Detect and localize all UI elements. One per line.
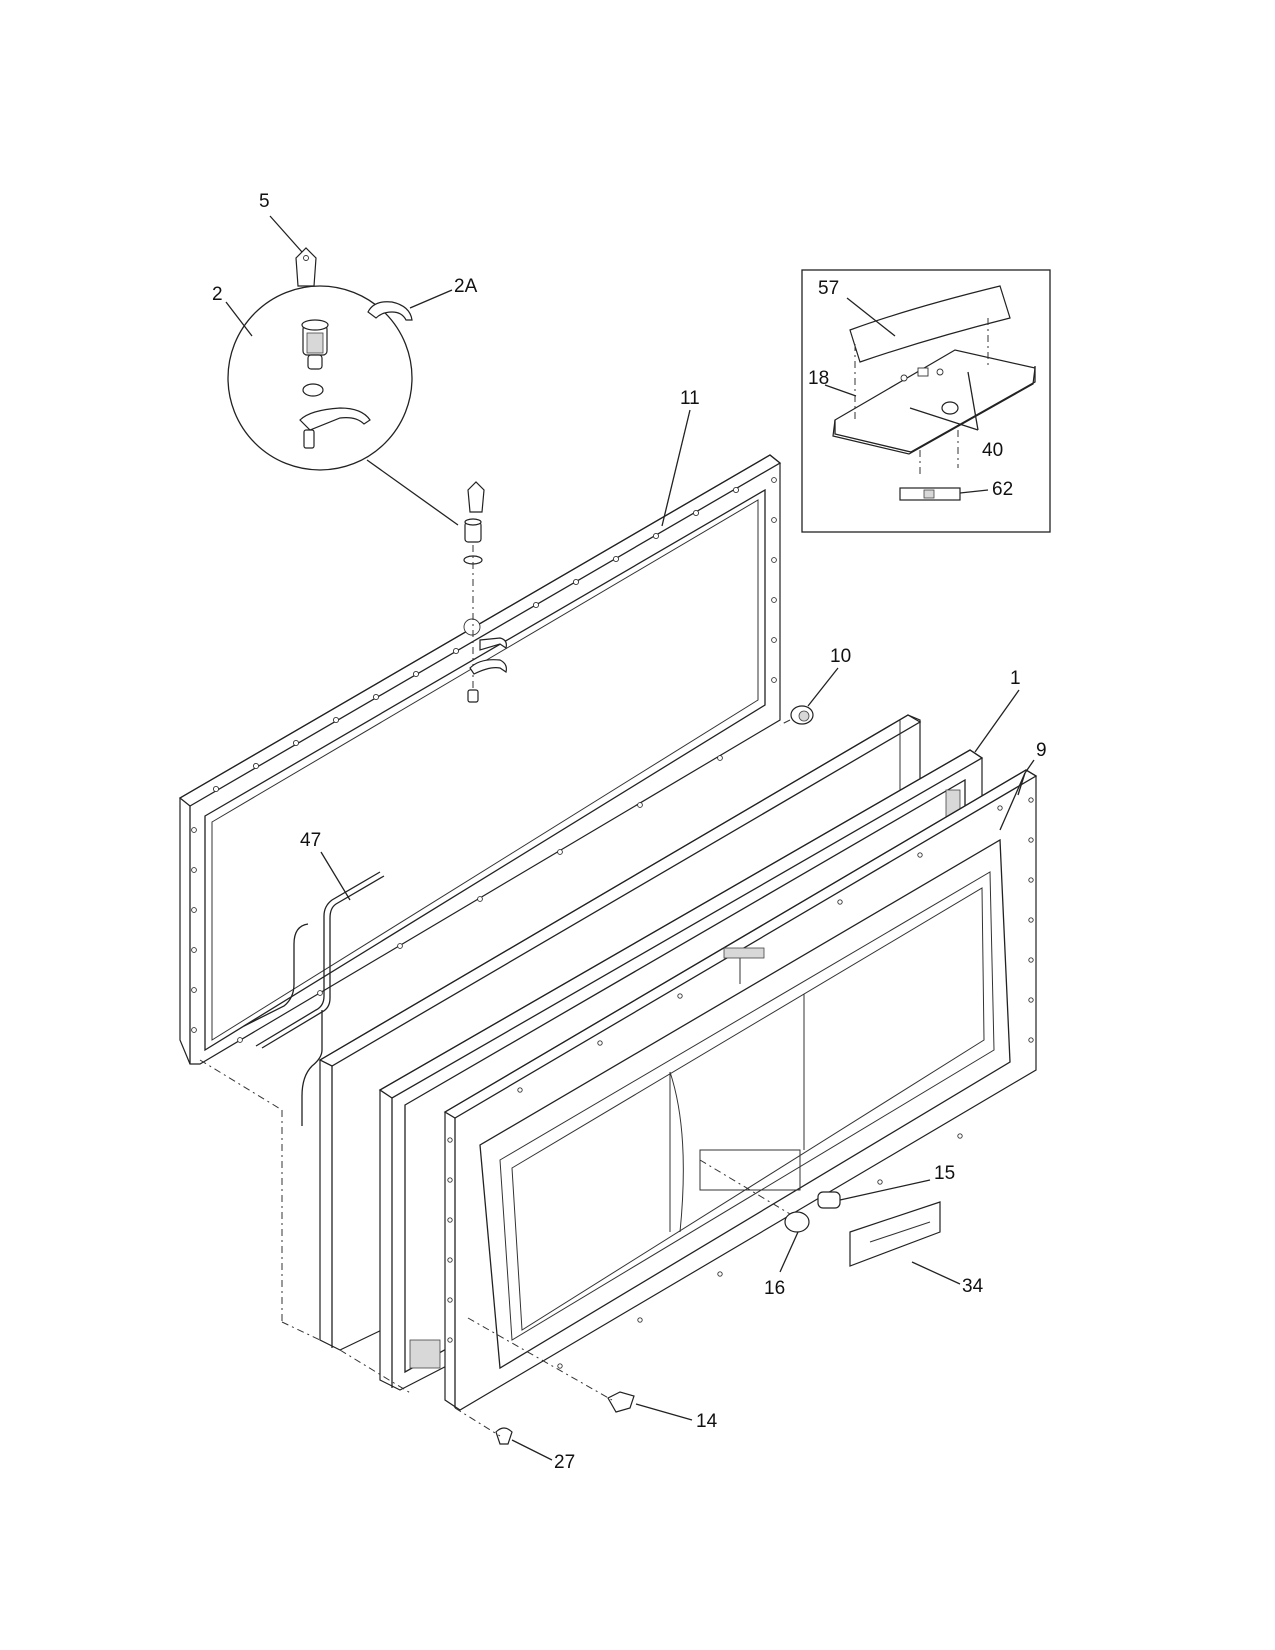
callout-11: 11: [680, 388, 700, 409]
callout-62: 62: [992, 479, 1013, 500]
liner-9-holes: [447, 797, 1034, 1369]
callout-18: 18: [808, 368, 829, 389]
handle-inset-box: [801, 269, 1051, 533]
callout-1: 1: [1010, 668, 1021, 689]
callout-27: 27: [554, 1452, 575, 1473]
callout-16: 16: [764, 1278, 785, 1299]
callout-10: 10: [830, 646, 851, 667]
callout-34: 34: [962, 1276, 984, 1297]
part-11-door-frame: [178, 454, 782, 1065]
leader-lines: [225, 215, 1035, 1461]
part-2-lock-detail: [227, 285, 459, 526]
callout-9: 9: [1036, 740, 1047, 761]
callout-2: 2: [212, 284, 223, 305]
callout-40: 40: [982, 440, 1003, 461]
part-9-liner: [443, 769, 1038, 1411]
callout-14: 14: [696, 1411, 718, 1432]
parts-14-27: [454, 1317, 635, 1445]
callout-5: 5: [259, 191, 270, 212]
callout-57: 57: [818, 278, 839, 299]
lock-assembly: [463, 481, 507, 703]
callout-labels: 5 2A 2 11 57 18 40 62 10 1 9 47 15 16 34…: [212, 191, 1047, 1473]
part-47-wire: [199, 871, 413, 1395]
part-2a-clip: [367, 301, 413, 321]
frame-11-holes: [191, 477, 777, 1043]
part-10-bumper: [779, 705, 814, 726]
callout-2a: 2A: [454, 276, 478, 297]
part-5-key: [295, 247, 317, 287]
callout-47: 47: [300, 830, 321, 851]
callout-15: 15: [934, 1163, 955, 1184]
